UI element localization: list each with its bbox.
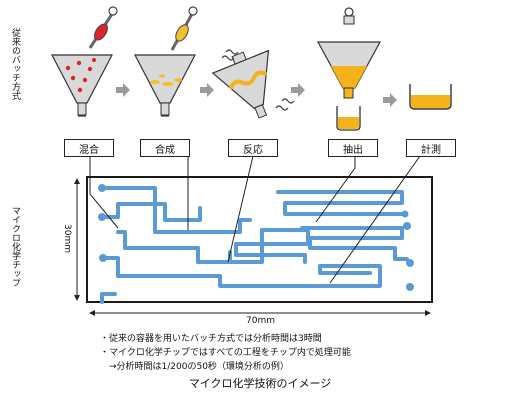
- funnel-icon: [211, 49, 270, 119]
- red-droplets: [65, 58, 96, 93]
- micro-chip-label: マイクロ化学チップ: [10, 206, 20, 287]
- funnel-synthesis: [134, 6, 198, 117]
- step-label-extraction: 抽出: [328, 139, 378, 157]
- micro-channels: [100, 186, 409, 304]
- beaker-icon: [409, 84, 452, 110]
- batch-method-label: 従来のバッチ方式: [10, 28, 20, 100]
- note-line: ・マイクロ化学チップではすべての工程をチップ内で処理可能: [100, 348, 351, 358]
- orange-swirl: [229, 70, 267, 90]
- yellow-droplets: [150, 74, 182, 86]
- funnel-extraction: [316, 7, 382, 131]
- notes: ・従来の容器を用いたバッチ方式では分析時間は3時間 ・マイクロ化学チップではすべ…: [100, 332, 351, 374]
- funnel-reaction: [211, 49, 295, 119]
- funnel-icon: [51, 54, 113, 117]
- chip-icon: [86, 176, 433, 304]
- funnel-icon: [316, 7, 382, 99]
- step-label-synthesis: 合成: [140, 139, 190, 157]
- arrow-right-icon: [116, 83, 130, 97]
- arrow-right-icon: [291, 83, 305, 97]
- shake-marks: [221, 49, 295, 111]
- width-dimension-label: 70mm: [246, 316, 275, 326]
- note-line: ・従来の容器を用いたバッチ方式では分析時間は3時間: [100, 334, 322, 344]
- pipette-icon: [170, 6, 198, 51]
- leader-lines: [89, 155, 421, 284]
- height-dimension-label: 30mm: [62, 224, 72, 253]
- step-label-measurement: 計測: [406, 139, 456, 157]
- funnel-mixing: [51, 6, 118, 117]
- pipette-icon: [88, 6, 118, 49]
- arrow-right-icon: [200, 83, 214, 97]
- caption: マイクロ化学技術のイメージ: [188, 377, 332, 390]
- funnel-icon: [134, 54, 196, 117]
- step-label-reaction: 反応: [228, 139, 278, 157]
- beaker-icon: [336, 106, 361, 131]
- channel-ports: [98, 184, 414, 291]
- note-line: →分析時間は1/200の50秒（環境分析の例）: [100, 362, 289, 372]
- arrow-right-icon: [383, 93, 397, 107]
- step-label-mixing: 混合: [64, 139, 114, 157]
